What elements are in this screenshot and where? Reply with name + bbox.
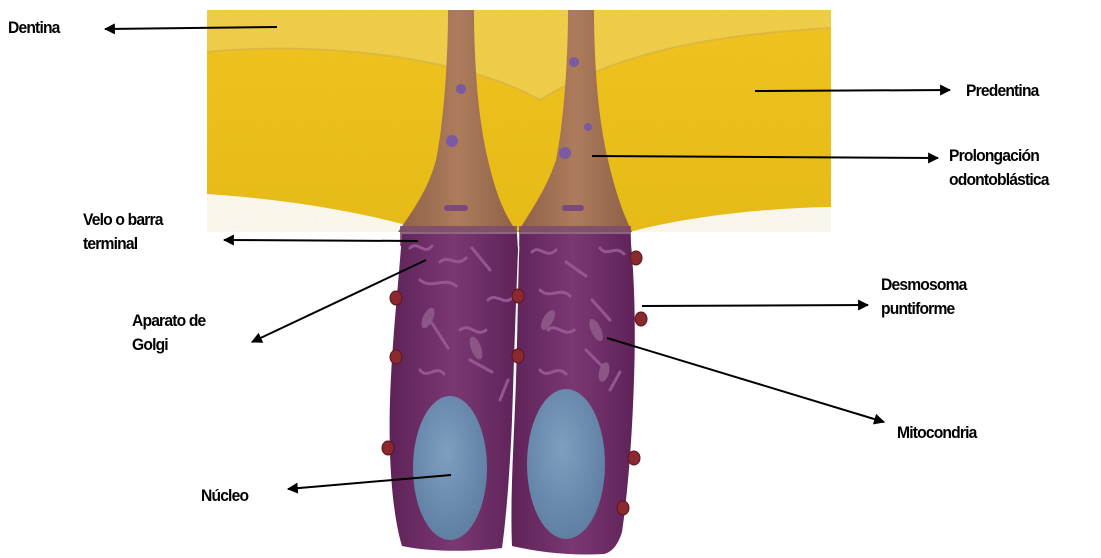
vesicle	[444, 205, 468, 211]
vesicle	[456, 84, 466, 94]
label-golgi-line2: Golgi	[132, 333, 205, 357]
label-mitocondria-text: Mitocondria	[897, 421, 977, 445]
nucleus-right	[527, 389, 605, 539]
label-desmosoma: Desmosoma puntiforme	[881, 273, 967, 321]
label-predentina: Predentina	[966, 79, 1039, 103]
vesicle	[584, 123, 592, 131]
desmosome	[628, 451, 640, 465]
nucleus-left	[413, 396, 487, 540]
desmosome	[630, 251, 642, 265]
label-desmosoma-line2: puntiforme	[881, 297, 967, 321]
label-velo: Velo o barra terminal	[83, 208, 163, 256]
odontoblast-bodies	[390, 234, 635, 555]
desmosome	[512, 349, 524, 363]
label-predentina-text: Predentina	[966, 79, 1039, 103]
vesicle	[569, 57, 579, 67]
dentin-block	[207, 10, 831, 232]
label-prolongacion-line1: Prolongación	[949, 144, 1049, 168]
label-nucleo-text: Núcleo	[201, 484, 248, 508]
desmosome	[617, 501, 629, 515]
arrow-desmosoma	[642, 305, 868, 306]
label-prolongacion: Prolongación odontoblástica	[949, 144, 1049, 192]
arrow-predentina	[755, 90, 950, 91]
label-dentina-text: Dentina	[8, 16, 60, 40]
label-velo-line1: Velo o barra	[83, 208, 163, 232]
dentin-texture	[207, 10, 831, 232]
label-prolongacion-line2: odontoblástica	[949, 168, 1049, 192]
vesicle	[446, 135, 458, 147]
desmosome	[382, 441, 394, 455]
label-desmosoma-line1: Desmosoma	[881, 273, 967, 297]
label-dentina: Dentina	[8, 16, 60, 40]
label-golgi: Aparato de Golgi	[132, 309, 205, 357]
arrow-velo	[224, 240, 418, 241]
desmosome	[390, 350, 402, 364]
vesicle	[559, 147, 571, 159]
desmosome	[635, 312, 647, 326]
arrow-mitocondria	[607, 338, 884, 422]
label-golgi-line1: Aparato de	[132, 309, 205, 333]
desmosome	[390, 291, 402, 305]
desmosome	[512, 289, 524, 303]
label-nucleo: Núcleo	[201, 484, 248, 508]
label-velo-line2: terminal	[83, 232, 163, 256]
vesicle	[562, 205, 584, 211]
label-mitocondria: Mitocondria	[897, 421, 977, 445]
